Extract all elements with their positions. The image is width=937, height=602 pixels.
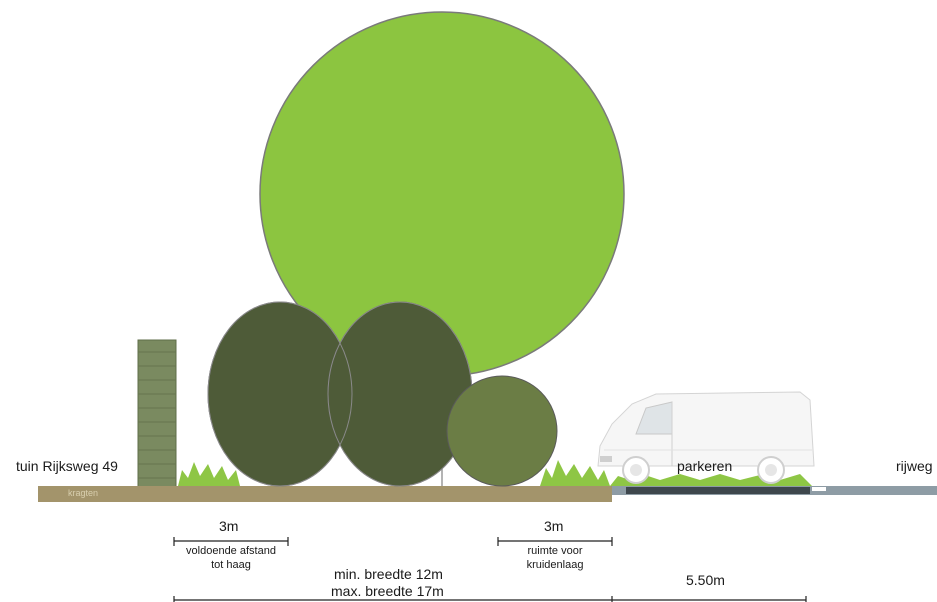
road [612,486,937,495]
shrub-left-outline [207,301,353,487]
van [597,391,815,484]
kragten-logo: kragten [68,488,99,498]
garden-label: tuin Rijksweg 49 [16,458,118,474]
right-width-label: 3m [544,518,564,534]
right-note-line2: kruidenlaag [526,559,584,571]
right-note: ruimte voor kruidenlaag [496,544,614,572]
left-width-label: 3m [219,518,239,534]
left-note: voldoende afstand tot haag [172,544,290,572]
hedge [137,339,177,488]
shrub-right [446,375,558,487]
ground-strip [38,486,612,502]
dimension-lines [173,537,807,602]
roadway-label: rijweg [896,458,933,474]
left-note-line2: tot haag [211,559,251,571]
parking-width-label: 5.50m [686,572,725,588]
parking-label: parkeren [677,458,733,474]
shrub-center [327,301,473,487]
right-note-line1: ruimte voor [527,545,583,557]
min-width-label: min. breedte 12m [334,566,443,582]
left-note-line1: voldoende afstand [186,545,276,557]
max-width-label: max. breedte 17m [331,583,444,599]
